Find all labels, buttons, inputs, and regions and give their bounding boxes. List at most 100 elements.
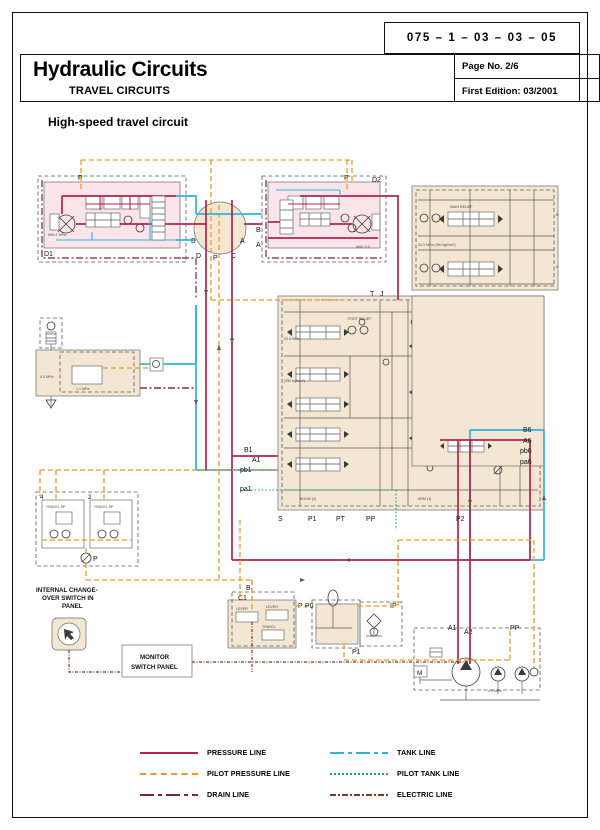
solenoid-valve-group: 4 2 TRAVEL SP TRAVEL SP P: [35, 470, 139, 580]
legend-item: TANK LINE: [330, 748, 436, 757]
label-P-solenoid: P: [93, 556, 98, 563]
svg-text:34.3 MPa (350 kgf/cm²): 34.3 MPa (350 kgf/cm²): [418, 243, 456, 247]
label-D2: D2: [372, 177, 381, 184]
svg-text:MIN.1 MPa: MIN.1 MPa: [48, 233, 66, 237]
label-PT: PT: [336, 516, 346, 523]
legend-line-swatch: [330, 772, 388, 775]
left-filter-valve-block: 0.5 MPa 1.1 MPa: [35, 317, 196, 409]
flow-arrows: [194, 290, 546, 582]
svg-text:1.1 MPa: 1.1 MPa: [76, 387, 89, 391]
svg-text:ARM (1): ARM (1): [418, 497, 431, 501]
legend-item: PILOT PRESSURE LINE: [140, 769, 290, 778]
header-title-box: Hydraulic Circuits TRAVEL CIRCUITS: [20, 54, 580, 102]
label-B-right-motor: B: [256, 227, 261, 234]
label-A-swivel: A: [240, 238, 245, 245]
legend-item: PILOT TANK LINE: [330, 769, 459, 778]
label-D1: D1: [44, 251, 53, 258]
label-solenoid-2: 2: [88, 494, 92, 501]
legend-label: PILOT PRESSURE LINE: [207, 769, 290, 778]
label-pb1: pb1: [240, 467, 252, 474]
legend: PRESSURE LINE PILOT PRESSURE LINE DRAIN LI…: [140, 748, 470, 810]
label-C-swivel: C: [231, 253, 236, 260]
label-J-port: J: [380, 291, 384, 298]
label-A-right-motor: A: [256, 242, 261, 249]
label-P1: P1: [308, 516, 317, 523]
label-B6: B6: [523, 427, 532, 434]
right-travel-motor-block: D2 P B A MIN. 0.5: [256, 160, 387, 263]
legend-item: DRAIN LINE: [140, 790, 249, 799]
document-code: 075 – 1 – 03 – 03 – 05: [406, 32, 558, 44]
label-A1: A1: [252, 457, 261, 464]
label-pa1: pa1: [240, 486, 252, 493]
svg-text:MIN. 0.5: MIN. 0.5: [356, 245, 370, 249]
svg-text:LEVER: LEVER: [266, 605, 278, 609]
label-PP: PP: [366, 516, 376, 523]
switch-note-line-2: OVER SWITCH IN: [42, 595, 94, 602]
label-B-pilot: B: [246, 585, 251, 592]
label-P2: P2: [456, 516, 465, 523]
spool-valve-row: [287, 457, 349, 472]
pilot-valve-c1: LEVER LEVER TRAVEL C1 B P: [227, 580, 312, 672]
label-C1: C1: [238, 595, 247, 602]
svg-text:PORT RELIEF: PORT RELIEF: [348, 317, 372, 321]
monitor-switch-panel: MONITOR SWITCH PANEL: [121, 644, 470, 678]
document-code-box: 075 – 1 – 03 – 03 – 05: [384, 22, 580, 54]
label-A1-pump: A1: [448, 625, 457, 632]
legend-item: PRESSURE LINE: [140, 748, 266, 757]
label-PP-pump: PP: [510, 625, 520, 632]
legend-line-swatch: [140, 751, 198, 754]
header-code-row: 075 – 1 – 03 – 03 – 05: [20, 22, 580, 54]
spool-valve-row: [287, 397, 349, 412]
legend-line-swatch: [140, 772, 198, 775]
port-labels: B1 A1 pb1 pa1 P1 PT PP B6 A6 pb6 pa6 P2 …: [240, 291, 532, 523]
monitor-panel-line-2: SWITCH PANEL: [131, 664, 178, 671]
svg-text:BOOM (2): BOOM (2): [300, 497, 316, 501]
section-title: High-speed travel circuit: [48, 115, 189, 129]
switch-note-line-1: INTERNAL CHANGE-: [36, 587, 98, 594]
label-motor-M: M: [417, 670, 422, 677]
label-A2-pump: A2: [464, 629, 473, 636]
svg-text:LEVER: LEVER: [236, 607, 248, 611]
svg-text:TRAVEL: TRAVEL: [262, 625, 276, 629]
legend-label: PRESSURE LINE: [207, 748, 267, 757]
monitor-panel-line-1: MONITOR: [140, 654, 170, 661]
control-valve-port-b6: [411, 295, 545, 467]
svg-text:4.9 MPa: 4.9 MPa: [488, 689, 501, 693]
svg-text:B: B: [556, 213, 559, 217]
svg-text:TRAVEL SP: TRAVEL SP: [94, 505, 114, 509]
legend-line-swatch: [140, 793, 198, 796]
legend-line-swatch: [330, 751, 388, 754]
label-P1-pilot: P1: [352, 649, 361, 656]
legend-label: ELECTRIC LINE: [397, 790, 453, 799]
pilot-accumulator-block: P0 IP P1: [305, 589, 403, 660]
svg-text:A: A: [556, 265, 559, 269]
svg-text:MAIN RELIEF: MAIN RELIEF: [450, 205, 473, 209]
svg-text:0.5 MPa: 0.5 MPa: [40, 375, 53, 379]
left-travel-motor-block: D1 P MIN.1 MPa: [37, 160, 187, 263]
label-P-swivel: P: [213, 255, 218, 262]
document-header: 075 – 1 – 03 – 03 – 05 Hydraulic Circuit…: [20, 22, 600, 102]
label-T-port: T: [370, 291, 375, 298]
circuit-routing-lines: [39, 159, 545, 661]
main-pump-assembly: A1 A2 PP M 4.9 MPa: [413, 610, 541, 701]
label-B1: B1: [244, 447, 253, 454]
label-A6: A6: [523, 438, 532, 445]
label-pa6: pa6: [520, 459, 532, 466]
page-title: Hydraulic Circuits: [33, 58, 208, 81]
switch-note-line-3: PANEL: [62, 603, 83, 610]
legend-line-swatch: [330, 793, 388, 796]
legend-label: PILOT TANK LINE: [397, 769, 460, 778]
label-S-port: S: [278, 516, 283, 523]
page-border: [12, 12, 588, 818]
spool-valve-row: [287, 325, 369, 340]
svg-text:TRAVEL SP: TRAVEL SP: [46, 505, 66, 509]
main-control-valve-upper: MAIN RELIEF 34.3 MPa (350 kgf/cm²) B A: [411, 185, 559, 291]
label-B-swivel: B: [191, 238, 196, 245]
svg-text:24.5 MPa: 24.5 MPa: [284, 337, 299, 341]
label-pb6: pb6: [520, 448, 532, 455]
legend-label: DRAIN LINE: [207, 790, 250, 799]
svg-text:(250 kgf/cm²): (250 kgf/cm²): [284, 379, 305, 383]
legend-item: ELECTRIC LINE: [330, 790, 453, 799]
